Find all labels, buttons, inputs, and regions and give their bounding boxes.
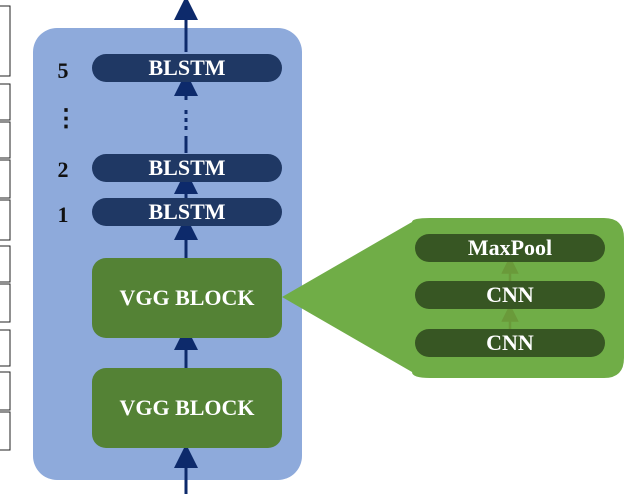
layer-number-2: 2	[58, 157, 69, 182]
vertical-dots	[184, 110, 188, 130]
left-edge-lines	[0, 5, 11, 451]
cnn-layer-top: CNN	[415, 281, 605, 309]
blstm-label: BLSTM	[148, 199, 225, 224]
cnn-layer-bottom: CNN	[415, 329, 605, 357]
blstm-label: BLSTM	[148, 55, 225, 80]
vgg-block-bottom: VGG BLOCK	[92, 368, 282, 448]
vgg-block-top: VGG BLOCK	[92, 258, 282, 338]
cnn-label: CNN	[486, 330, 534, 355]
maxpool-layer: MaxPool	[415, 234, 605, 262]
maxpool-label: MaxPool	[468, 235, 552, 260]
cnn-label: CNN	[486, 282, 534, 307]
blstm-layer-2: BLSTM	[92, 154, 282, 182]
blstm-layer-5: BLSTM	[92, 54, 282, 82]
vgg-block-label: VGG BLOCK	[119, 285, 254, 310]
blstm-layer-1: BLSTM	[92, 198, 282, 226]
layer-number-1: 1	[58, 202, 69, 227]
blstm-label: BLSTM	[148, 155, 225, 180]
encoder-container	[33, 28, 302, 480]
layer-number-5: 5	[58, 58, 69, 83]
layer-number-ellipsis: ⋮	[54, 106, 78, 132]
vgg-block-label: VGG BLOCK	[119, 395, 254, 420]
